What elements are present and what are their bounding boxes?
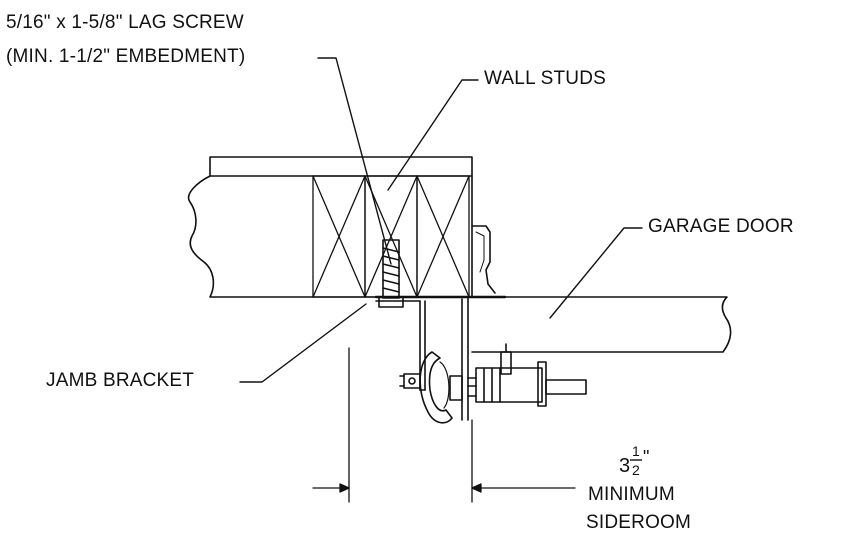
wall-studs-leader [387, 79, 479, 191]
lag-screw-label-line2: (MIN. 1-1/2" EMBEDMENT) [6, 46, 246, 67]
lag-screw-leader [317, 57, 392, 265]
sideroom-label-line2: SIDEROOM [586, 512, 692, 533]
garage-door-leader [549, 227, 643, 319]
jamb-bracket-leader [239, 303, 367, 383]
lag-screw-label-line1: 5/16" x 1-5/8" LAG SCREW [6, 12, 244, 33]
sideroom-dimension [312, 347, 576, 503]
weather-seal [471, 225, 496, 294]
wall-framing [187, 156, 473, 298]
sideroom-denominator: 2 [632, 462, 640, 478]
sideroom-numerator: 1 [632, 443, 640, 459]
roller-assembly [399, 343, 587, 424]
leader-lines [239, 57, 643, 383]
sideroom-unit: " [643, 447, 649, 467]
garage-door-label: GARAGE DOOR [648, 216, 794, 237]
wall-studs-label: WALL STUDS [484, 68, 607, 89]
sideroom-fraction: 3 1 2 " [619, 443, 649, 478]
jamb-bracket-label: JAMB BRACKET [46, 370, 195, 391]
sideroom-label-line1: MINIMUM [588, 484, 675, 505]
sideroom-whole: 3 [619, 455, 630, 477]
wall-studs [312, 175, 470, 298]
lag-screw [378, 239, 404, 308]
garage-door-panel [471, 296, 732, 353]
